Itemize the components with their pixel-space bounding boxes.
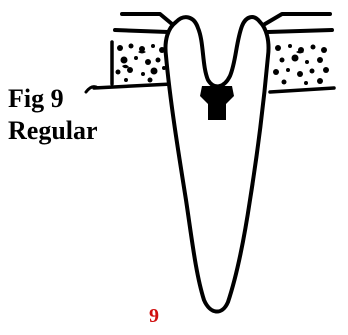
- figure-label: Fig 9: [8, 85, 64, 113]
- figure-number: 9: [149, 305, 159, 327]
- bone-layer: [112, 40, 334, 88]
- gingiva-outline: [115, 14, 332, 32]
- type-label: Regular: [8, 117, 98, 145]
- tooth-outline: [165, 17, 268, 311]
